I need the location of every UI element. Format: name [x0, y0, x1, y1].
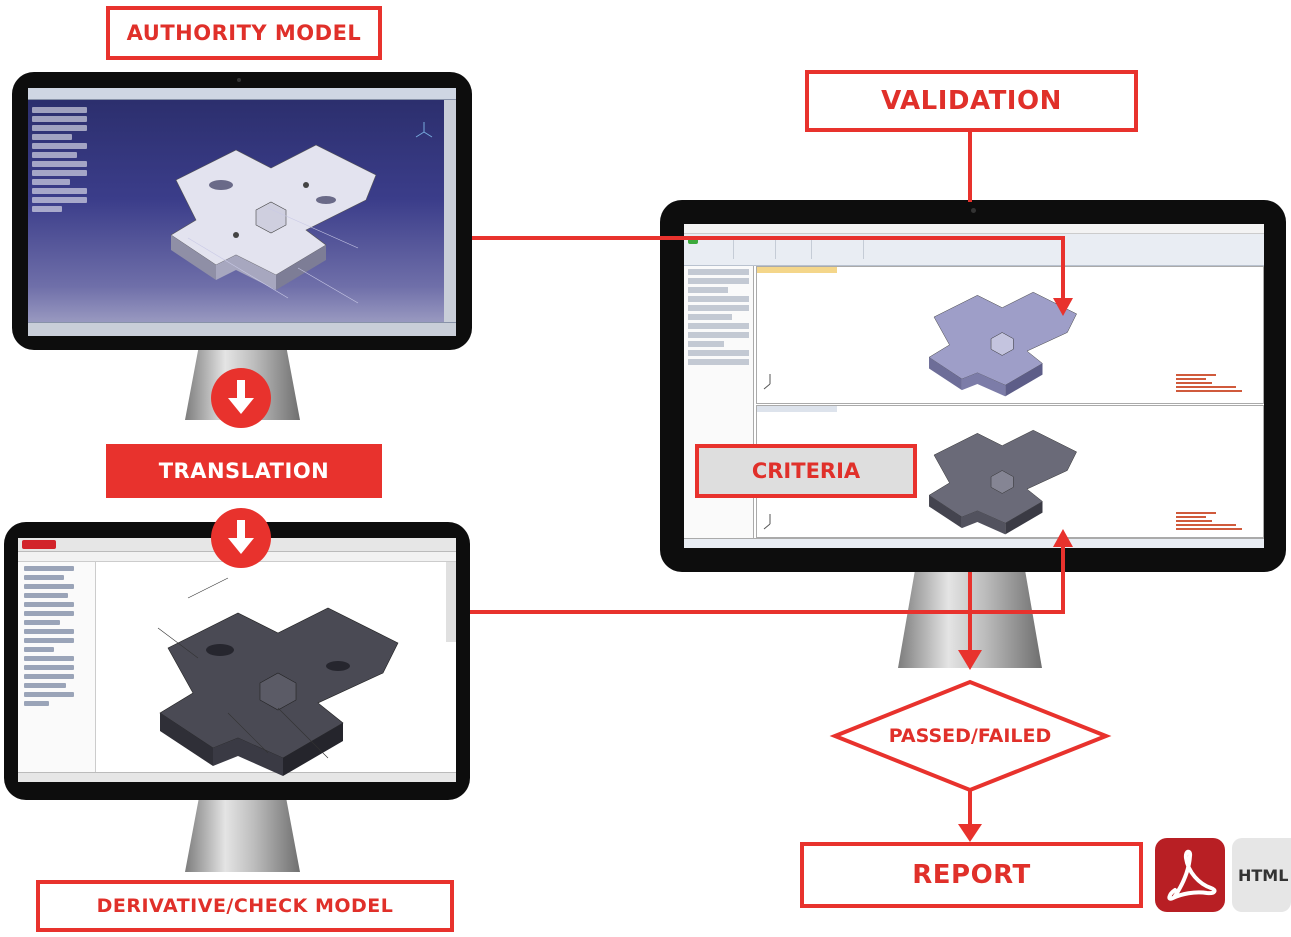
catia-right-toolbar [444, 100, 456, 322]
arrow-down-circle-icon [211, 508, 271, 568]
html-icon: HTML [1232, 838, 1291, 912]
comparevidia-screen [684, 224, 1264, 548]
derivative-model-label: DERIVATIVE/CHECK MODEL [36, 880, 454, 932]
solidworks-feature-tree [18, 562, 96, 772]
comparevidia-titlebar [684, 224, 1264, 234]
arrow-head-top-viewport [1053, 298, 1073, 316]
solidworks-screen [18, 538, 456, 782]
arrow-down-circle-icon [211, 368, 271, 428]
passed-failed-diamond [829, 679, 1112, 793]
catia-menubar [28, 88, 456, 100]
solidworks-statusbar [18, 772, 456, 782]
derivative-monitor [4, 522, 470, 800]
solidworks-right-toolbar [446, 562, 456, 642]
arrow-head-bottom-viewport [1053, 529, 1073, 547]
criteria-label: CRITERIA [695, 444, 917, 498]
catia-bottom-toolbar [28, 322, 456, 336]
catia-screen [28, 88, 456, 336]
arrow-head-report [958, 824, 982, 842]
html-label: HTML [1238, 866, 1289, 885]
validation-label: VALIDATION [805, 70, 1138, 132]
solidworks-part-model [157, 577, 399, 776]
translation-label: TRANSLATION [106, 444, 382, 498]
comparevidia-statusbar [684, 538, 1264, 548]
acrobat-pdf-icon [1167, 849, 1217, 901]
pdf-icon [1155, 838, 1225, 912]
catia-part-model [170, 122, 433, 304]
comparevidia-part-models [763, 291, 1242, 535]
passed-failed-label: PASSED/FAILED [888, 725, 1052, 747]
validation-monitor [660, 200, 1286, 572]
authority-model-label: AUTHORITY MODEL [106, 6, 382, 60]
authority-monitor [12, 72, 472, 350]
arrow-head-passed-failed [958, 650, 982, 670]
catia-spec-tree [32, 104, 102, 215]
report-label: REPORT [800, 842, 1143, 908]
